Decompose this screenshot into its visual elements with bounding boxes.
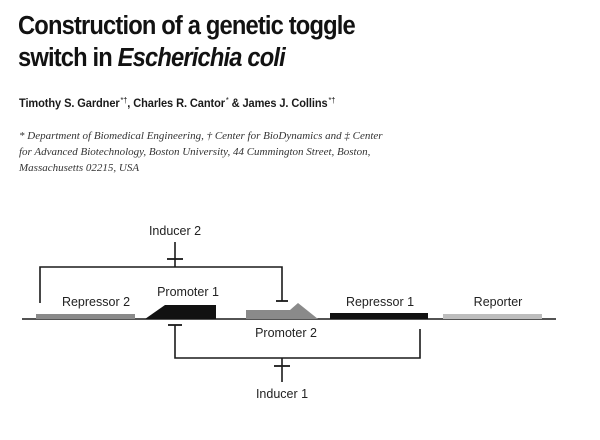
- author-name: Charles R. Cantor: [133, 96, 225, 110]
- inducer1-label: Inducer 1: [256, 387, 308, 401]
- author-affiliation-mark: *†: [328, 96, 336, 105]
- author-name: Timothy S. Gardner: [19, 96, 120, 110]
- affiliation-line: * Department of Biomedical Engineering, …: [19, 130, 383, 142]
- promoter1-arrow: [145, 305, 216, 319]
- affiliation-line: for Advanced Biotechnology, Boston Unive…: [19, 146, 371, 158]
- repressor1-feedback-line: [174, 325, 421, 359]
- title-line-1: Construction of a genetic toggle: [18, 12, 356, 40]
- author-name: James J. Collins: [242, 96, 328, 110]
- repressor2-feedback-line: [39, 266, 283, 303]
- repressor2-gene: [36, 314, 135, 319]
- promoter2-arrow: [246, 303, 318, 319]
- repressor1-label: Repressor 1: [346, 295, 414, 309]
- author-separator: ,: [127, 96, 134, 110]
- inducer2-label: Inducer 2: [149, 224, 201, 238]
- repressor2-label: Repressor 2: [62, 295, 130, 309]
- affiliation-line: Massachusetts 02215, USA: [19, 162, 140, 174]
- title-organism: Escherichia coli: [117, 44, 286, 72]
- author-affiliation-mark: *: [225, 96, 229, 105]
- author-list: Timothy S. Gardner*†, Charles R. Cantor*…: [19, 96, 534, 110]
- author-affiliation-mark: *†: [120, 96, 128, 105]
- author-separator: &: [228, 96, 243, 110]
- reporter-label: Reporter: [474, 295, 523, 309]
- promoter2-label: Promoter 2: [255, 326, 317, 340]
- toggle-switch-diagram: Inducer 2 Repressor 2 Promoter 1 Repress…: [22, 224, 556, 401]
- title-line-2-prefix: switch in: [18, 44, 113, 72]
- promoter1-label: Promoter 1: [157, 285, 219, 299]
- reporter-gene: [443, 314, 542, 319]
- title-line-2: switch in Escherichia coli: [18, 42, 539, 74]
- paper-title: Construction of a genetic toggle switch …: [18, 10, 539, 74]
- affiliations: * Department of Biomedical Engineering, …: [19, 128, 489, 176]
- repressor1-gene: [330, 313, 428, 319]
